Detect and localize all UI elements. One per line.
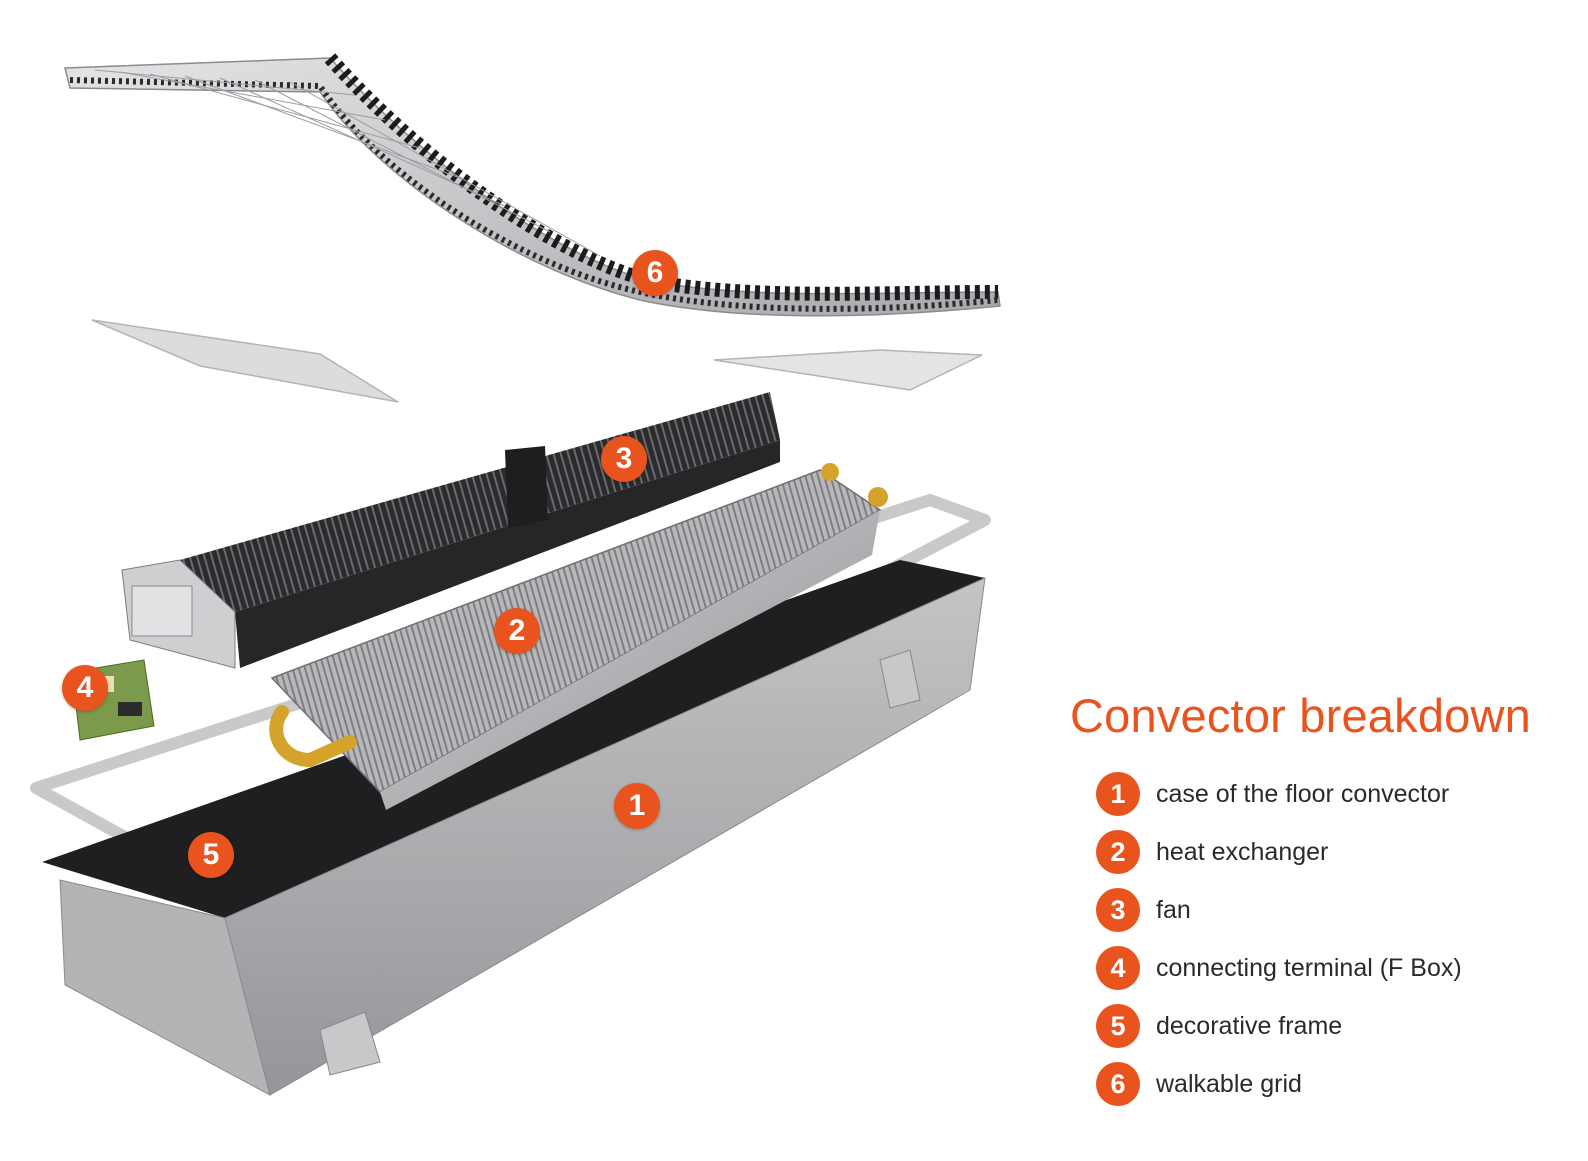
legend-item: 1 case of the floor convector xyxy=(1096,765,1570,823)
legend-label: decorative frame xyxy=(1156,1011,1343,1040)
callout-4: 4 xyxy=(62,665,108,711)
legend-label: walkable grid xyxy=(1156,1069,1302,1098)
legend-title: Convector breakdown xyxy=(1070,689,1531,742)
legend-label: fan xyxy=(1156,895,1191,924)
legend-number-badge: 5 xyxy=(1096,1004,1140,1048)
legend-label: case of the floor convector xyxy=(1156,779,1450,808)
legend: Convector breakdown 1 case of the floor … xyxy=(1070,688,1570,1113)
callout-6: 6 xyxy=(632,250,678,296)
callout-5: 5 xyxy=(188,832,234,878)
legend-number-badge: 4 xyxy=(1096,946,1140,990)
end-cover-left xyxy=(91,319,399,403)
callout-1: 1 xyxy=(614,783,660,829)
legend-number-badge: 2 xyxy=(1096,830,1140,874)
legend-item: 4 connecting terminal (F Box) xyxy=(1096,939,1570,997)
legend-number-badge: 3 xyxy=(1096,888,1140,932)
legend-label: heat exchanger xyxy=(1156,837,1329,866)
exploded-view: 6 3 2 4 1 5 xyxy=(30,53,1001,1096)
callout-2: 2 xyxy=(494,608,540,654)
legend-number-badge: 1 xyxy=(1096,772,1140,816)
convector-illustration xyxy=(30,53,1001,1096)
heat-exchanger xyxy=(269,463,888,810)
legend-label: connecting terminal (F Box) xyxy=(1156,953,1462,982)
legend-item: 3 fan xyxy=(1096,881,1570,939)
legend-item: 6 walkable grid xyxy=(1096,1055,1570,1113)
walkable-grid xyxy=(64,53,1001,317)
callout-3: 3 xyxy=(601,436,647,482)
legend-item: 2 heat exchanger xyxy=(1096,823,1570,881)
end-cover-right xyxy=(713,349,983,391)
legend-number-badge: 6 xyxy=(1096,1062,1140,1106)
legend-item: 5 decorative frame xyxy=(1096,997,1570,1055)
